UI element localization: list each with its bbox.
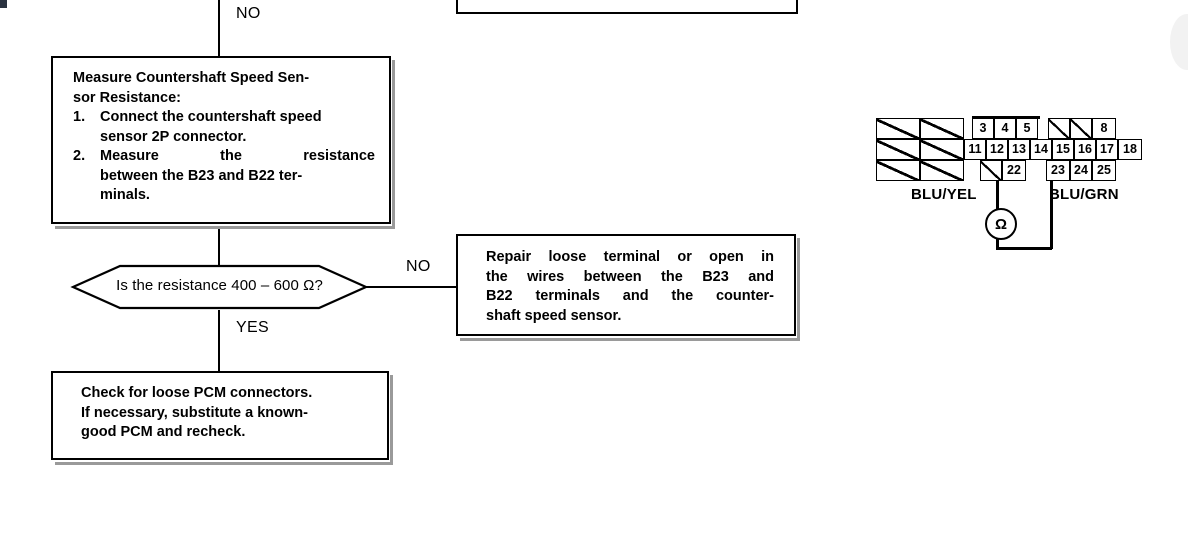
repair-line-2: the wires between the B23 and	[486, 268, 774, 285]
branch-label-no-decision: NO	[406, 258, 431, 275]
pcm-box-text: Check for loose PCM connectors. If neces…	[81, 384, 371, 443]
ohmmeter-icon: Ω	[985, 208, 1017, 240]
step-1-line-2: sensor 2P connector.	[100, 128, 247, 145]
pin-cell-blank-t7	[1070, 118, 1092, 139]
pin-cell-blank-t2	[920, 118, 964, 139]
connector-line-decision-to-pcm	[218, 310, 220, 371]
pin-cell-blank-b2	[920, 160, 964, 181]
pin-cell-blank-t6	[1048, 118, 1070, 139]
top-clipped-box-text: the countershaft speed sensor.	[472, 0, 788, 1]
repair-box-text: Repair loose terminal or open in the wir…	[486, 248, 774, 326]
connector-line-decision-to-repair	[366, 286, 456, 288]
step-2-line-3: minals.	[100, 187, 150, 203]
pin-cell-blank-b1	[876, 160, 920, 181]
wire-meter-to-loop	[996, 234, 999, 249]
pin-cell-11: 11	[964, 139, 986, 160]
wire-label-blu-yel: BLU/YEL	[911, 186, 977, 203]
repair-terminal-box: Repair loose terminal or open in the wir…	[456, 234, 796, 336]
measure-step-1: 1. Connect the countershaft speed sensor…	[73, 108, 375, 147]
pcm-line-3: good PCM and recheck.	[81, 424, 246, 440]
repair-box-shadow-right	[797, 238, 800, 340]
pcm-box-shadow	[55, 462, 393, 465]
connector-line-top-to-measure	[218, 0, 220, 56]
repair-line-3: B22 terminals and the counter-	[486, 288, 774, 304]
pcm-box-shadow-right	[390, 375, 393, 464]
measure-resistance-box: Measure Countershaft Speed Sen- sor Resi…	[51, 56, 391, 224]
pin-cell-13: 13	[1008, 139, 1030, 160]
measure-box-steps: 1. Connect the countershaft speed sensor…	[73, 108, 375, 206]
step-2-line-1: Measure the resistance	[100, 148, 375, 164]
decision-question-text: Is the resistance 400 – 600 Ω?	[116, 277, 323, 294]
measure-step-2: 2. Measure the resistance between the B2…	[73, 147, 375, 206]
pin-cell-16: 16	[1074, 139, 1096, 160]
top-clipped-action-box: the countershaft speed sensor.	[456, 0, 798, 14]
step-1-number: 1.	[73, 109, 86, 125]
pin-cell-8: 8	[1092, 118, 1116, 139]
branch-label-no-top: NO	[236, 5, 261, 22]
scan-corner-artifact	[0, 0, 7, 8]
measure-box-shadow	[55, 226, 395, 229]
wire-label-blu-grn: BLU/GRN	[1049, 186, 1119, 203]
pin-cell-24: 24	[1070, 160, 1092, 181]
step-2-number: 2.	[73, 148, 86, 164]
pin-cell-blank-m2	[920, 139, 964, 160]
wire-blu-grn-vertical	[1050, 181, 1053, 249]
wire-blu-yel-vertical	[996, 181, 999, 210]
pin-cell-22: 22	[1002, 160, 1026, 181]
repair-line-4: shaft speed sensor.	[486, 307, 622, 324]
pin-cell-5: 5	[1016, 118, 1038, 139]
pin-cell-blank-t1	[876, 118, 920, 139]
pcm-line-2: If necessary, substitute a known-	[81, 404, 308, 421]
scan-edge-artifact	[1170, 14, 1188, 70]
pin-cell-4: 4	[994, 118, 1016, 139]
pcm-connector-pinout: 3 4 5 8 11 12 13 14 15 16 17 18 22 23 24…	[876, 118, 1142, 182]
pin-cell-14: 14	[1030, 139, 1052, 160]
pin-cell-3: 3	[972, 118, 994, 139]
measure-box-heading: Measure Countershaft Speed Sen- sor Resi…	[73, 70, 310, 106]
decision-resistance-range: Is the resistance 400 – 600 Ω?	[47, 264, 392, 310]
connector-top-bracket	[972, 116, 1040, 119]
connector-line-measure-to-decision	[218, 229, 220, 265]
measure-box-shadow-right	[392, 60, 395, 228]
step-1-line-1: Connect the countershaft speed	[100, 109, 322, 125]
pin-cell-18: 18	[1118, 139, 1142, 160]
repair-line-1: Repair loose terminal or open in	[486, 249, 774, 265]
branch-label-yes: YES	[236, 319, 269, 336]
check-pcm-connectors-box: Check for loose PCM connectors. If neces…	[51, 371, 389, 460]
pin-cell-25: 25	[1092, 160, 1116, 181]
pin-cell-23: 23	[1046, 160, 1070, 181]
pin-cell-12: 12	[986, 139, 1008, 160]
wire-bottom-loop	[996, 247, 1052, 250]
pin-cell-blank-b3	[980, 160, 1002, 181]
step-2-line-2: between the B23 and B22 ter-	[100, 167, 303, 184]
pin-cell-17: 17	[1096, 139, 1118, 160]
pin-cell-15: 15	[1052, 139, 1074, 160]
repair-box-shadow	[460, 338, 800, 341]
pin-cell-blank-m1	[876, 139, 920, 160]
pcm-line-1: Check for loose PCM connectors.	[81, 385, 313, 401]
